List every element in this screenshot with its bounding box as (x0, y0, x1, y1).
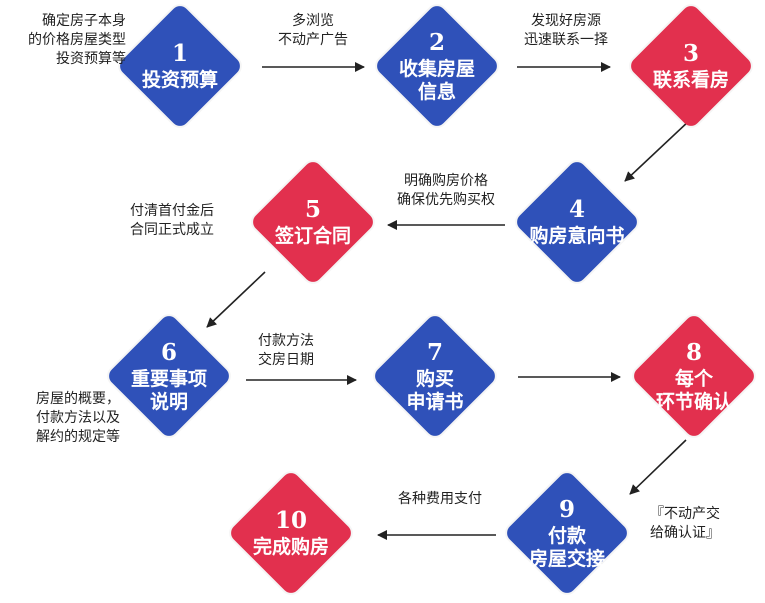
note-arrow-6-7: 付款方法 交房日期 (246, 332, 326, 370)
step-number: 10 (274, 507, 307, 535)
note-line: 交房日期 (258, 352, 314, 368)
step-8-diamond: 8 每个 环节确认 (630, 312, 758, 440)
step-label-line-1: 重要事项 (130, 368, 207, 391)
note-step-9: 『不动产交 给确认证』 (634, 505, 736, 543)
step-label-line-2: 环节确认 (655, 390, 732, 413)
note-line: 各种费用支付 (398, 491, 482, 507)
step-1-diamond: 1 投资预算 (116, 2, 244, 130)
note-line: 付款方法以及 (36, 410, 120, 426)
arrow-8-9 (629, 439, 687, 495)
note-step-6: 房屋的概要， 付款方法以及 解约的规定等 (4, 390, 120, 447)
step-label-line-2: 信息 (417, 80, 456, 103)
step-label-line-1: 每个 (674, 368, 713, 391)
note-line: 多浏览 (292, 13, 334, 29)
note-line: 给确认证』 (650, 525, 720, 541)
step-9-diamond: 9 付款 房屋交接 (503, 469, 631, 597)
step-3-diamond: 3 联系看房 (627, 2, 755, 130)
note-line: 付清首付金后 (130, 203, 214, 219)
step-number: 4 (568, 196, 585, 224)
arrow-5-6 (206, 271, 266, 328)
step-number: 8 (685, 339, 702, 367)
note-arrow-1-2: 多浏览 不动产广告 (258, 12, 368, 50)
note-line: 付款方法 (258, 333, 314, 349)
step-label-line-1: 购买 (415, 368, 454, 391)
note-arrow-2-3: 发现好房源 迅速联系一择 (506, 12, 626, 50)
step-label-line-2: 说明 (149, 390, 188, 413)
step-6-diamond: 6 重要事项 说明 (105, 312, 233, 440)
step-label: 购房意向书 (529, 225, 625, 248)
step-number: 6 (160, 339, 177, 367)
note-line: 确定房子本身 (42, 13, 126, 29)
note-line: 解约的规定等 (36, 429, 120, 445)
step-number: 5 (304, 196, 321, 224)
step-7-diamond: 7 购买 申请书 (371, 312, 499, 440)
note-arrow-9-10: 各种费用支付 (380, 490, 500, 509)
step-10-diamond: 10 完成购房 (227, 469, 355, 597)
step-2-diamond: 2 收集房屋 信息 (373, 2, 501, 130)
note-line: 房屋的概要， (36, 391, 120, 407)
step-number: 3 (682, 40, 699, 68)
step-label: 完成购房 (252, 536, 329, 559)
note-line: 迅速联系一择 (524, 32, 608, 48)
step-label-line-2: 申请书 (406, 390, 464, 413)
note-line: 投资预算等 (56, 51, 126, 67)
note-step-5: 付清首付金后 合同正式成立 (110, 202, 234, 240)
step-label-line-2: 房屋交接 (528, 547, 605, 570)
step-number: 2 (428, 29, 445, 57)
step-label-line-1: 付款 (547, 525, 586, 548)
note-line: 确保优先购买权 (397, 192, 495, 208)
note-line: 合同正式成立 (130, 222, 214, 238)
note-arrow-4-5: 明确购房价格 确保优先购买权 (382, 172, 510, 210)
note-step-1: 确定房子本身 的价格房屋类型 投资预算等 (4, 12, 126, 69)
step-4-diamond: 4 购房意向书 (513, 158, 641, 286)
note-line: 的价格房屋类型 (28, 32, 126, 48)
step-number: 9 (558, 496, 575, 524)
note-line: 『不动产交 (650, 506, 720, 522)
step-label: 投资预算 (141, 69, 218, 92)
step-label: 签订合同 (274, 225, 351, 248)
step-number: 7 (426, 339, 443, 367)
step-label: 联系看房 (652, 69, 729, 92)
arrow-3-4 (624, 119, 691, 182)
note-line: 明确购房价格 (404, 173, 488, 189)
note-line: 不动产广告 (278, 32, 348, 48)
step-label-line-1: 收集房屋 (398, 58, 475, 81)
note-line: 发现好房源 (531, 13, 601, 29)
step-5-diamond: 5 签订合同 (249, 158, 377, 286)
step-number: 1 (171, 40, 188, 68)
